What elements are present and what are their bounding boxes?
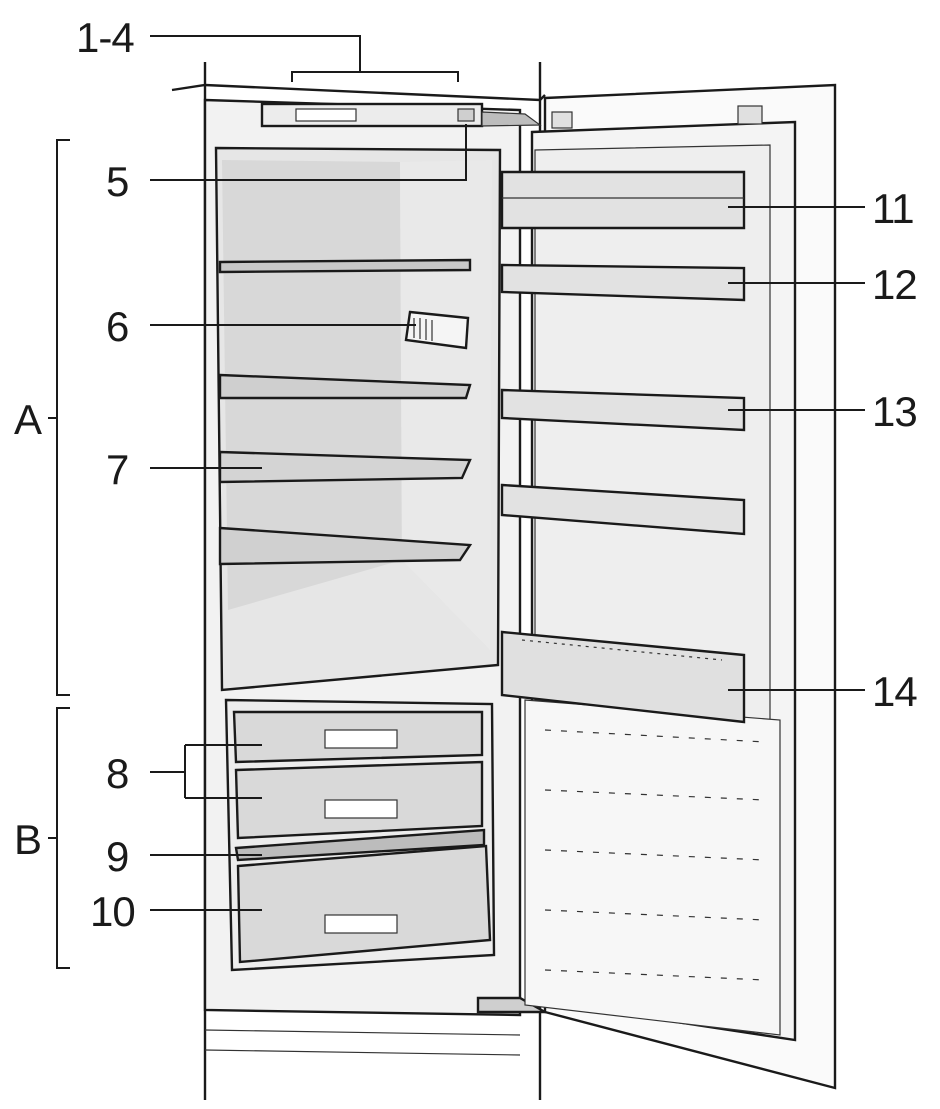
interior-light-ribs <box>413 318 433 341</box>
label-12: 12 <box>872 261 917 308</box>
glass-shelf-3 <box>218 450 472 484</box>
glass-shelf-2 <box>218 373 472 400</box>
door-dimpled-area <box>524 699 781 1036</box>
bracket-b <box>48 707 70 969</box>
label-section-b: B <box>14 816 41 863</box>
door-shelf-area <box>534 144 771 721</box>
control-display <box>295 108 357 122</box>
door-shelf-12 <box>500 263 746 302</box>
door-clip-right <box>737 105 763 125</box>
label-9: 9 <box>106 833 128 880</box>
cabinet <box>171 62 550 1100</box>
drawer-2-handle <box>324 799 398 819</box>
leader-5 <box>150 124 467 181</box>
glass-shelf-4 <box>218 526 473 566</box>
leader-1-4 <box>150 35 459 82</box>
door-bottle-rack-rail <box>521 639 723 661</box>
glass-shelf-1 <box>218 258 472 274</box>
label-14: 14 <box>872 668 917 715</box>
bracket-a <box>48 139 70 696</box>
label-7: 7 <box>106 446 128 493</box>
door-shelf-13-lower <box>500 483 746 536</box>
fridge-side-wall <box>400 160 492 650</box>
cabinet-top-edge <box>171 83 546 102</box>
label-1-4: 1-4 <box>76 14 134 61</box>
drawer-1-handle <box>324 729 398 749</box>
fan-vent <box>481 111 542 127</box>
door-shelf-13-upper <box>500 388 746 432</box>
leader-8 <box>150 744 262 799</box>
door-shelf-11 <box>500 170 746 230</box>
control-panel <box>260 102 484 128</box>
label-10: 10 <box>90 888 135 935</box>
door-bottle-rack-14 <box>500 630 746 724</box>
door <box>500 83 837 1090</box>
door-clip-left <box>551 111 573 129</box>
drawer-3-handle <box>324 914 398 934</box>
leader-lines <box>48 35 865 969</box>
label-11: 11 <box>872 185 914 232</box>
control-button <box>457 108 475 122</box>
callout-labels: 1-4 5 6 7 8 9 10 11 12 13 14 A B <box>14 14 918 935</box>
label-5: 5 <box>106 158 128 205</box>
interior-light <box>404 310 470 350</box>
label-13: 13 <box>872 388 917 435</box>
drawer-3 <box>236 844 492 964</box>
cabinet-plinth <box>204 1029 521 1056</box>
label-6: 6 <box>106 303 128 350</box>
label-8: 8 <box>106 750 128 797</box>
label-section-a: A <box>14 396 42 443</box>
